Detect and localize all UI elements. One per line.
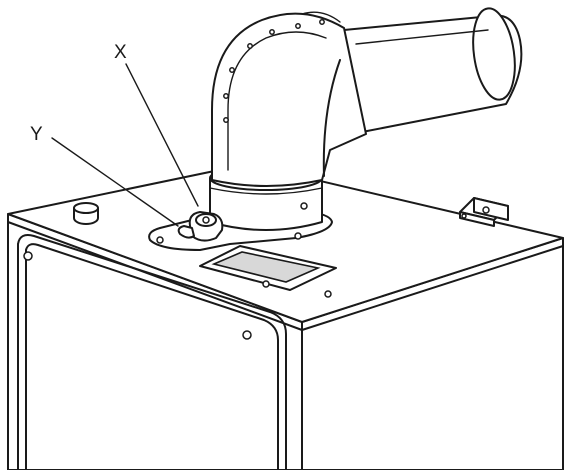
callout-x-leader (125, 63, 199, 207)
inspection-plate (199, 245, 337, 291)
callout-y-label: Y (30, 124, 43, 145)
top-screw (324, 290, 332, 298)
mounting-bracket (459, 197, 509, 227)
plate-screw-front (262, 280, 270, 288)
test-point-fitting (177, 211, 224, 242)
callout-x-label: X (114, 42, 127, 63)
front-door-panel (17, 234, 287, 470)
flue-elbow-pipe (211, 7, 523, 187)
top-cap-knob (73, 202, 99, 225)
door-screw-top-right (242, 330, 252, 340)
door-screw-top-left (23, 251, 33, 261)
callout-y-leader (51, 137, 179, 227)
